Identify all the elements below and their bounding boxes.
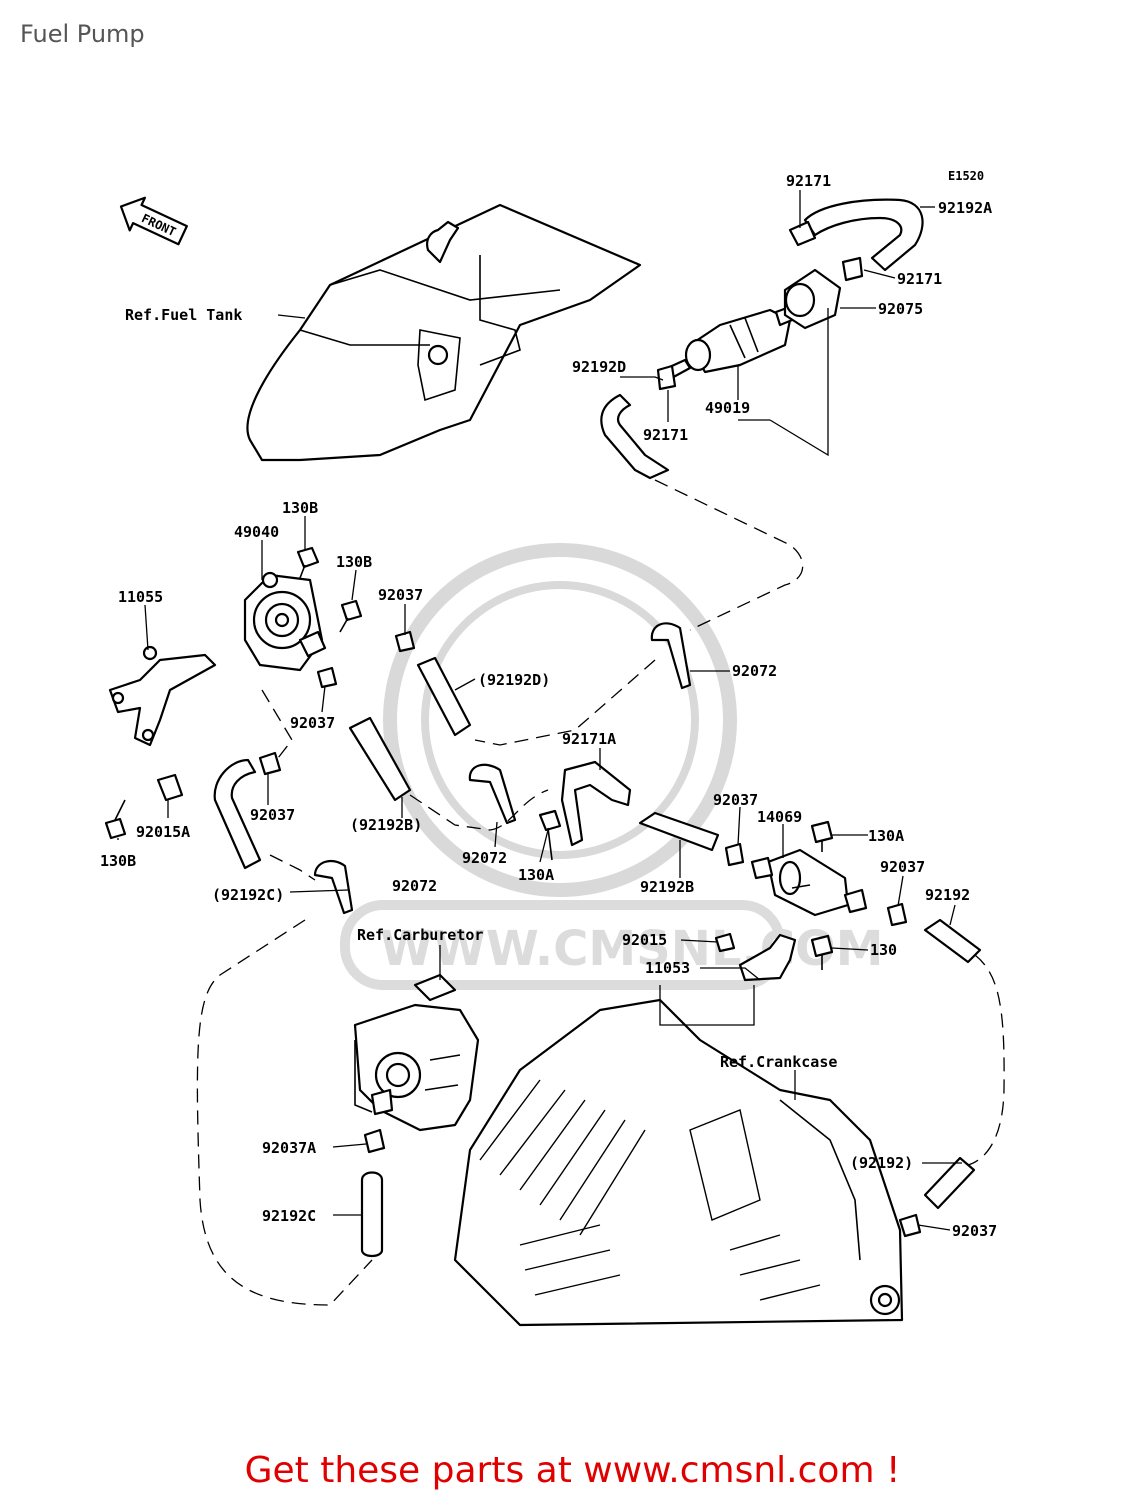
label-ref-carburetor: Ref.Carburetor: [357, 926, 483, 944]
watermark-text: WWW.CMSNL.COM: [380, 921, 884, 977]
collar-92015A: [156, 773, 184, 802]
carburetor: [353, 973, 480, 1132]
label-92192-paren: (92192): [850, 1154, 913, 1172]
part-labels: E1520 92171 92192A 92171 92075 Ref.Fuel …: [100, 169, 997, 1240]
bolt-130A-right: [810, 820, 834, 852]
hose-92192A: [803, 198, 924, 272]
hose-92192D-ref: [416, 656, 472, 737]
label-49019: 49019: [705, 399, 750, 417]
label-92192C: 92192C: [262, 1207, 316, 1225]
bolt-130: [810, 934, 834, 970]
label-92072-c: 92072: [392, 877, 437, 895]
clamp-92072-c: [313, 859, 354, 915]
label-14069: 14069: [757, 808, 802, 826]
leader-lines: [117, 190, 962, 1231]
bolt-130B-mid: [339, 599, 363, 633]
label-92037-d: 92037: [250, 806, 295, 824]
footer-link-text[interactable]: Get these parts at www.cmsnl.com !: [244, 1450, 901, 1491]
clamp-92072-a: [650, 622, 692, 690]
front-arrow-icon: FRONT: [119, 196, 188, 246]
holder-92171A: [560, 760, 632, 847]
clip-92037A: [363, 1128, 386, 1154]
fuel-filter: [661, 303, 799, 382]
label-92171A: 92171A: [562, 730, 616, 748]
label-92192D: 92192D: [572, 358, 626, 376]
clip-92037-f: [898, 1213, 922, 1238]
bracket-11053: [738, 933, 797, 982]
label-92192A: 92192A: [938, 199, 992, 217]
hose-92192C-ref: [213, 758, 262, 870]
label-92037A: 92037A: [262, 1139, 316, 1157]
label-130A-mid: 130A: [518, 866, 554, 884]
label-92171-right: 92171: [897, 270, 942, 288]
label-92072-b: 92072: [462, 849, 507, 867]
bolt-130A-mid: [538, 809, 562, 861]
parts-diagram: WWW.CMSNL.COM FRONT: [100, 169, 1005, 1327]
fuel-route-e: [196, 919, 373, 1306]
fuel-filter-14069: [750, 848, 868, 917]
label-130: 130: [870, 941, 897, 959]
label-92015: 92015: [622, 931, 667, 949]
fuel-route-f: [967, 954, 1005, 1166]
clip-92037-b: [316, 666, 338, 689]
hose-92192D: [600, 393, 670, 480]
crankcase: [453, 998, 904, 1327]
label-92072-a: 92072: [732, 662, 777, 680]
label-ref-crankcase: Ref.Crankcase: [720, 1053, 837, 1071]
hose-92192B-ref: [348, 716, 412, 802]
label-92171-low: 92171: [643, 426, 688, 444]
label-92037-b: 92037: [290, 714, 335, 732]
label-130B-top: 130B: [282, 499, 318, 517]
hose-92192C: [360, 1171, 384, 1258]
clip-92171-low: [656, 364, 677, 391]
label-11055: 11055: [118, 588, 163, 606]
bolt-130B-low: [104, 799, 127, 840]
label-92192B-paren: (92192B): [350, 816, 422, 834]
label-92192B: 92192B: [640, 878, 694, 896]
label-92037-a: 92037: [378, 586, 423, 604]
label-92015A: 92015A: [136, 823, 190, 841]
diagram-code: E1520: [948, 169, 984, 183]
label-92192C-paren: (92192C): [212, 886, 284, 904]
page-title: Fuel Pump: [20, 20, 145, 48]
clip-92037-e: [886, 902, 908, 927]
fuel-route-g: [261, 689, 293, 759]
fuel-route-d: [269, 854, 316, 881]
bolt-130B-top: [296, 546, 320, 579]
bracket-11055: [108, 645, 217, 747]
fuel-route-a: [654, 479, 804, 631]
label-11053: 11053: [645, 959, 690, 977]
label-92192: 92192: [925, 886, 970, 904]
clip-92037-c: [724, 842, 745, 867]
label-92037-e: 92037: [880, 858, 925, 876]
fuel-route-b: [474, 659, 656, 746]
label-92075: 92075: [878, 300, 923, 318]
label-49040: 49040: [234, 523, 279, 541]
label-ref-fuel-tank: Ref.Fuel Tank: [125, 306, 242, 324]
clip-92037-d: [258, 751, 282, 776]
label-92037-f: 92037: [952, 1222, 997, 1240]
clip-92171-right: [841, 256, 864, 282]
label-92037-c: 92037: [713, 791, 758, 809]
hose-92192-ref: [923, 1156, 976, 1210]
clip-92171-top: [788, 220, 817, 247]
label-92192D-paren: (92192D): [478, 671, 550, 689]
hose-92192: [923, 918, 982, 964]
nut-92015: [714, 932, 736, 953]
hose-92192B: [638, 811, 720, 852]
watermark-logo: WWW.CMSNL.COM: [340, 543, 884, 990]
filter-holder-92075: [783, 268, 842, 330]
fuel-tank: [246, 203, 642, 462]
fuel-route-c: [409, 789, 549, 831]
clamp-92072-b: [468, 763, 517, 825]
label-130A-right: 130A: [868, 827, 904, 845]
label-92171-top: 92171: [786, 172, 831, 190]
fuel-pump-49040: [243, 571, 327, 672]
label-130B-mid: 130B: [336, 553, 372, 571]
label-130B-low: 130B: [100, 852, 136, 870]
